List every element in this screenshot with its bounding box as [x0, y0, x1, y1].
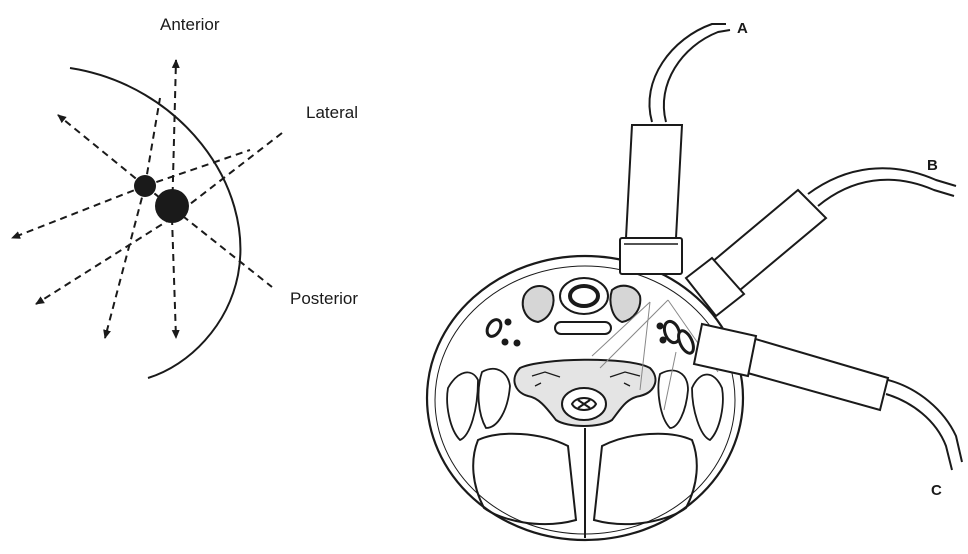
- probe-a-cable: [649, 24, 730, 122]
- probe-b-handle: [712, 190, 826, 290]
- small-vessel-dot: [134, 175, 156, 197]
- probe-c-label: C: [931, 482, 942, 499]
- left-vessel-dot-2: [502, 339, 508, 345]
- probe-c-handle: [744, 338, 888, 410]
- left-vessel-dot-3: [514, 340, 520, 346]
- scan-plane-arrows: [12, 60, 282, 338]
- vessel-wall-arc: [70, 68, 240, 378]
- left-vessel-dot-1: [505, 319, 511, 325]
- right-vessel-dot-2: [660, 337, 666, 343]
- probe-a: [620, 24, 730, 274]
- esophagus: [555, 322, 611, 334]
- probe-b-label: B: [927, 157, 938, 174]
- posterior-label: Posterior: [290, 289, 358, 309]
- probe-c-cable: [886, 380, 962, 470]
- probe-a-handle: [626, 125, 682, 238]
- anterior-label: Anterior: [160, 15, 220, 35]
- probe-a-label: A: [737, 20, 748, 37]
- lateral-label: Lateral: [306, 103, 358, 123]
- trachea-lumen: [570, 286, 598, 306]
- neck-cross-section: [427, 256, 743, 540]
- orientation-schematic: [12, 60, 282, 378]
- right-vessel-dot-1: [657, 323, 663, 329]
- probe-b: [686, 168, 956, 316]
- large-vessel-dot: [155, 189, 189, 223]
